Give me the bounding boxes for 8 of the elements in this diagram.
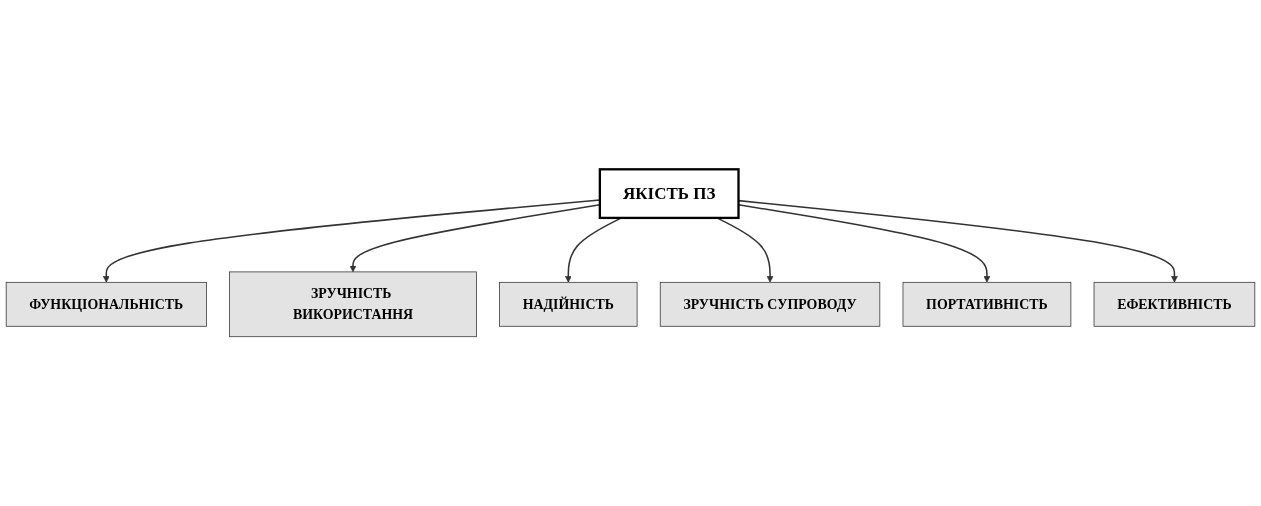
node-box: ЗРУЧНІСТЬ ВИКОРИСТАННЯ bbox=[229, 271, 477, 338]
node-box: НАДІЙНІСТЬ bbox=[499, 281, 638, 327]
node-box: ЕФЕКТИВНІСТЬ bbox=[1093, 281, 1256, 327]
node-box: ПОРТАТИВНІСТЬ bbox=[902, 281, 1072, 327]
node-box: ФУНКЦІОНАЛЬНІСТЬ bbox=[5, 281, 207, 327]
node-box: ЯКІСТЬ ПЗ bbox=[598, 168, 740, 220]
node-box: ЗРУЧНІСТЬ СУПРОВОДУ bbox=[659, 281, 881, 327]
arrow bbox=[716, 217, 774, 283]
